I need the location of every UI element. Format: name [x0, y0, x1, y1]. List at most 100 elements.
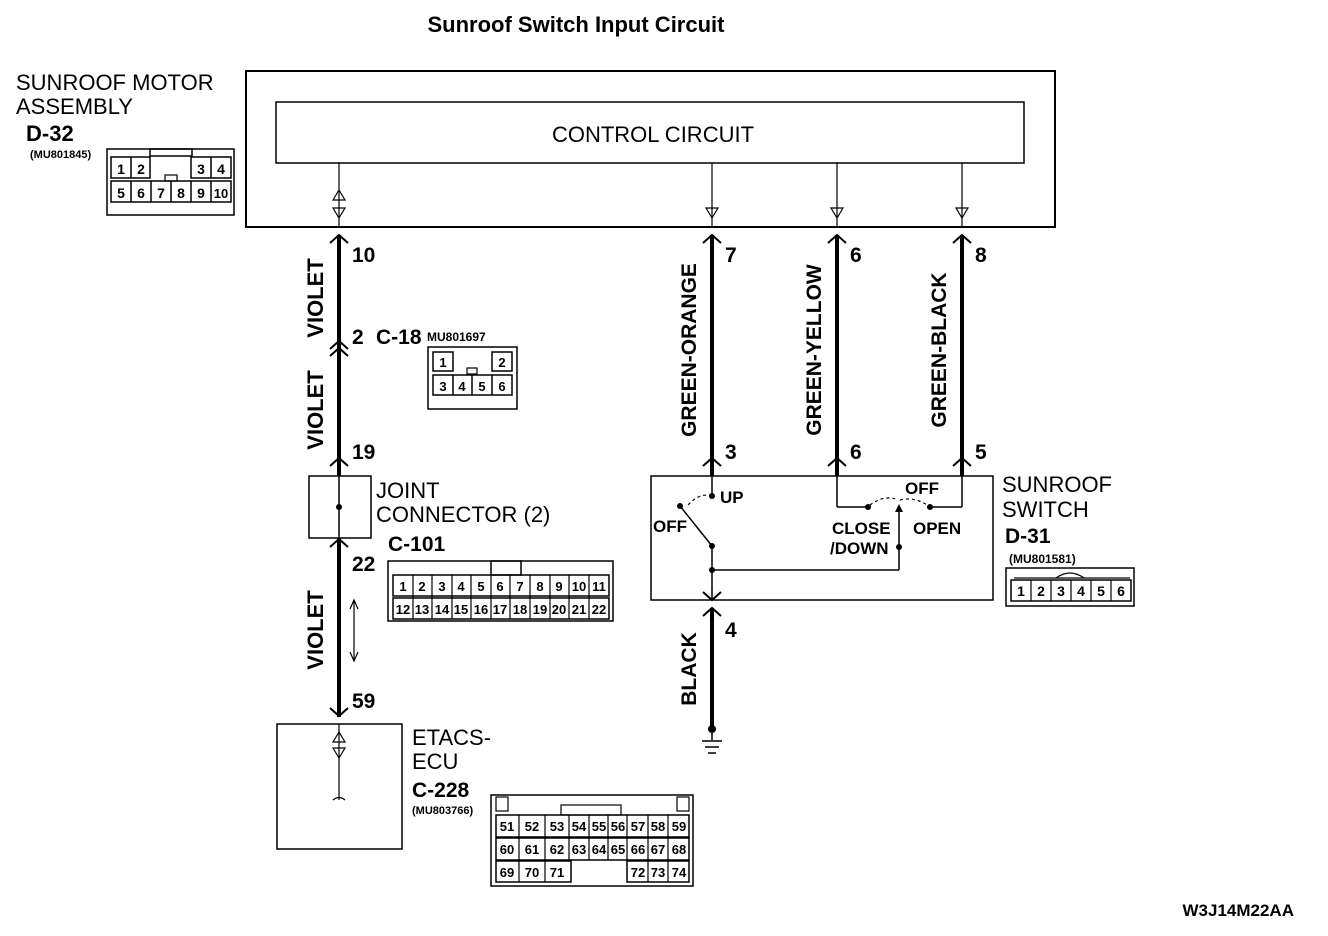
c101-pin-12: 12 — [396, 602, 410, 617]
d32-pin-2: 2 — [137, 161, 145, 177]
bidirectional-arrow-icon — [331, 730, 347, 760]
switch-pin-5: 5 — [975, 441, 987, 464]
c101-pin-20: 20 — [552, 602, 566, 617]
c228-pin-65: 65 — [611, 842, 625, 857]
c101-pin-14: 14 — [435, 602, 450, 617]
c228-pin-55: 55 — [592, 819, 606, 834]
motor-pin-8: 8 — [975, 244, 987, 267]
input-arrow-icon — [954, 207, 970, 220]
c228-pin-63: 63 — [572, 842, 586, 857]
d31-pin-5: 5 — [1097, 583, 1105, 599]
c101-pin-16: 16 — [474, 602, 488, 617]
joint-connector-name-2: CONNECTOR (2) — [376, 502, 550, 527]
motor-assembly-box — [245, 70, 1056, 228]
motor-connector-id: D-32 — [26, 121, 74, 146]
switch-label-off-right: OFF — [905, 479, 939, 498]
etacs-pin-59: 59 — [352, 690, 375, 713]
wire-color-black: BLACK — [678, 632, 701, 706]
diagram-title: Sunroof Switch Input Circuit — [428, 12, 726, 37]
c101-pin-2: 2 — [418, 579, 425, 594]
joint-pin-19: 19 — [352, 441, 375, 464]
d32-connector-face: 1 2 3 4 5 6 7 8 9 10 — [106, 148, 235, 216]
switch-wires: GREEN-ORANGE GREEN-YELLOW GREEN-BLACK 3 … — [678, 233, 987, 476]
c101-pin-1: 1 — [399, 579, 406, 594]
input-arrow-icon — [829, 207, 845, 220]
switch-pin-3: 3 — [725, 441, 737, 464]
joint-connector-box — [308, 475, 372, 539]
c101-pin-7: 7 — [516, 579, 523, 594]
motor-assembly: CONTROL CIRCUIT SUNROOF MOTOR ASSEMBLY D… — [16, 70, 1056, 267]
switch-arrow-icon — [895, 504, 903, 512]
c101-pin-4: 4 — [457, 579, 465, 594]
control-circuit-box — [275, 101, 1025, 164]
c228-pin-58: 58 — [651, 819, 665, 834]
c101-pin-10: 10 — [572, 579, 586, 594]
bidirectional-arrow-icon — [331, 188, 347, 220]
c228-pin-74: 74 — [672, 865, 687, 880]
c18-pin-4: 4 — [458, 379, 466, 394]
c101-pin-18: 18 — [513, 602, 527, 617]
switch-name-2: SWITCH — [1002, 497, 1089, 522]
c101-pin-22: 22 — [592, 602, 606, 617]
wire-color-violet-3: VIOLET — [303, 590, 328, 670]
switch-connector-id: D-31 — [1005, 525, 1051, 548]
c228-pin-72: 72 — [631, 865, 645, 880]
c18-part-no: MU801697 — [427, 330, 486, 344]
d32-pin-1: 1 — [117, 161, 125, 177]
etacs-name-1: ETACS- — [412, 725, 491, 750]
d31-pin-2: 2 — [1037, 583, 1045, 599]
switch-pin-4: 4 — [725, 619, 737, 642]
two-way-arrow-icon — [349, 598, 359, 663]
d32-pin-3: 3 — [197, 161, 205, 177]
c101-pin-3: 3 — [438, 579, 445, 594]
c228-pin-66: 66 — [631, 842, 645, 857]
c18-pin: 2 — [352, 326, 364, 349]
d31-connector-face: 1 2 3 4 5 6 — [1005, 567, 1135, 607]
d31-pin-1: 1 — [1017, 583, 1025, 599]
c101-pin-9: 9 — [555, 579, 562, 594]
c101-pin-15: 15 — [454, 602, 468, 617]
d31-pin-3: 3 — [1057, 583, 1065, 599]
c228-pin-53: 53 — [550, 819, 564, 834]
c228-pin-56: 56 — [611, 819, 625, 834]
c228-pin-57: 57 — [631, 819, 645, 834]
splice-dot — [336, 504, 342, 510]
c101-pin-11: 11 — [592, 579, 606, 594]
sunroof-switch-box — [650, 475, 994, 601]
c101-pin-19: 19 — [533, 602, 547, 617]
control-circuit-label: CONTROL CIRCUIT — [552, 122, 754, 147]
etacs-part-no: (MU803766) — [412, 805, 473, 817]
wire-color-violet-2: VIOLET — [303, 370, 328, 450]
d32-pin-6: 6 — [137, 185, 145, 201]
c18-pin-1: 1 — [439, 355, 446, 370]
motor-assembly-name-1: SUNROOF MOTOR — [16, 70, 214, 95]
sunroof-switch: UP OFF OFF CLOSE /DOWN OPEN SUNROOF SWIT… — [650, 472, 1135, 607]
d32-pin-10: 10 — [214, 186, 228, 201]
c101-pin-8: 8 — [536, 579, 543, 594]
violet-circuit: VIOLET VIOLET VIOLET 2 C-18 MU801697 1 2… — [303, 233, 614, 718]
c228-pin-69: 69 — [500, 865, 514, 880]
c101-pin-21: 21 — [572, 602, 586, 617]
switch-label-open: OPEN — [913, 519, 961, 538]
d32-pin-5: 5 — [117, 185, 125, 201]
c228-pin-68: 68 — [672, 842, 686, 857]
wire-color-green-orange: GREEN-ORANGE — [678, 263, 701, 437]
joint-pin-22: 22 — [352, 553, 375, 576]
d31-pin-4: 4 — [1077, 583, 1085, 599]
etacs-connector-id: C-228 — [412, 779, 470, 802]
connector-c18-symbol — [329, 339, 349, 357]
c228-pin-73: 73 — [651, 865, 665, 880]
switch-label-up: UP — [720, 488, 744, 507]
c228-pin-71: 71 — [550, 865, 564, 880]
motor-assembly-name-2: ASSEMBLY — [16, 94, 133, 119]
motor-part-no: (MU801845) — [30, 149, 91, 161]
c101-pin-5: 5 — [477, 579, 484, 594]
d32-pin-9: 9 — [197, 185, 205, 201]
c18-connector-id: C-18 — [376, 326, 422, 349]
c18-pin-2: 2 — [498, 355, 505, 370]
motor-pin-7: 7 — [725, 244, 737, 267]
switch-label-down: /DOWN — [830, 539, 889, 558]
ground-icon — [702, 740, 722, 754]
d32-pin-8: 8 — [177, 185, 185, 201]
